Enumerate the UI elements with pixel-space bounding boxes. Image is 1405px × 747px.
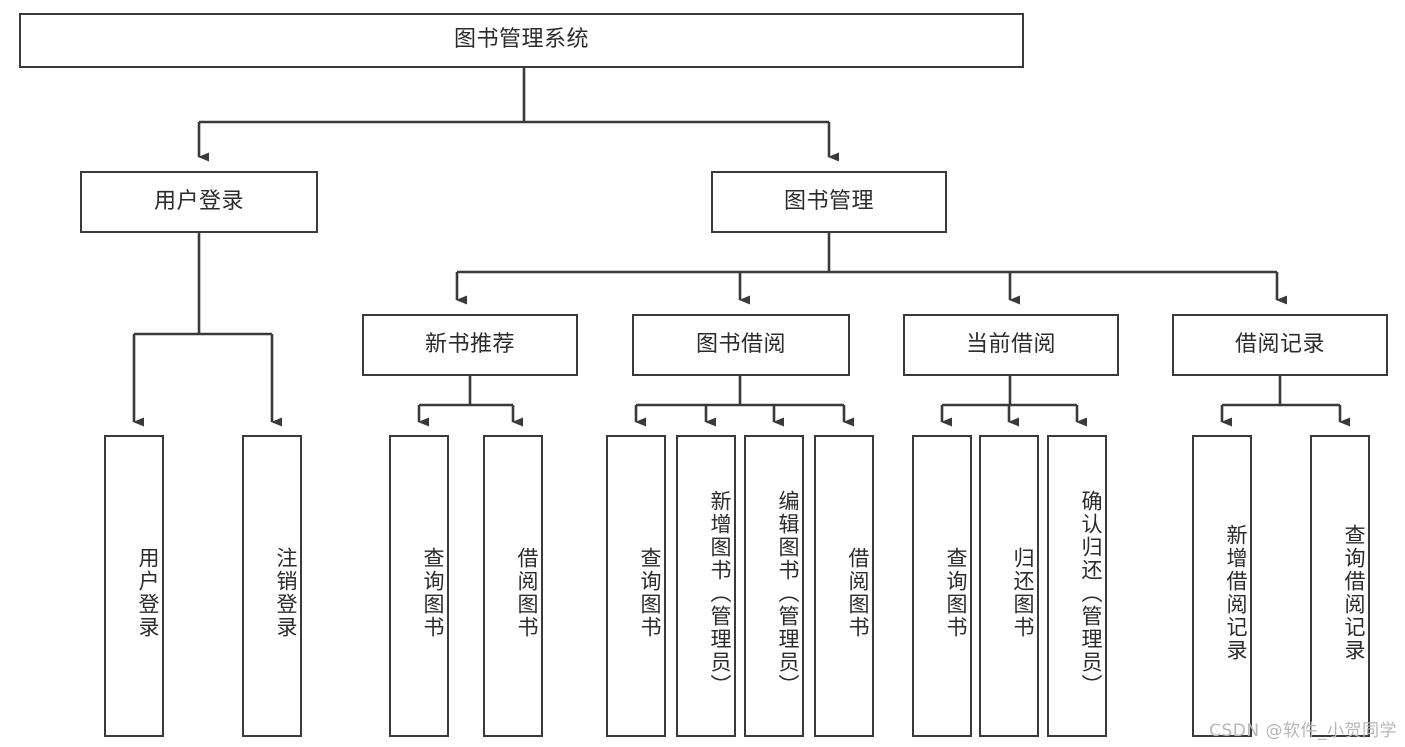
node-leaf-edit-book[interactable]: 编辑图书（管理员）	[744, 435, 804, 737]
node-leaf-query-book-2-label: 查询图书	[638, 547, 662, 639]
node-leaf-return-book-label: 归还图书	[1011, 547, 1035, 639]
node-leaf-query-book-1[interactable]: 查询图书	[389, 435, 449, 737]
node-book-manage[interactable]: 图书管理	[711, 171, 947, 233]
node-book-manage-label: 图书管理	[783, 188, 874, 214]
node-leaf-confirm-return[interactable]: 确认归还（管理员）	[1047, 435, 1107, 737]
node-leaf-confirm-return-label: 确认归还（管理员）	[1079, 489, 1103, 697]
node-book-borrow-label: 图书借阅	[695, 331, 786, 357]
node-borrow-record-label: 借阅记录	[1234, 331, 1325, 357]
node-leaf-user-logout-label: 注销登录	[274, 547, 298, 639]
node-book-borrow[interactable]: 图书借阅	[632, 314, 850, 376]
node-leaf-edit-book-label: 编辑图书（管理员）	[776, 489, 800, 697]
node-leaf-query-record-label: 查询借阅记录	[1342, 524, 1366, 662]
node-leaf-add-record[interactable]: 新增借阅记录	[1192, 435, 1252, 737]
node-leaf-user-login-label: 用户登录	[136, 547, 160, 639]
node-borrow-record[interactable]: 借阅记录	[1172, 314, 1388, 376]
node-leaf-query-record[interactable]: 查询借阅记录	[1310, 435, 1370, 737]
node-leaf-user-login[interactable]: 用户登录	[104, 435, 164, 737]
node-leaf-user-logout[interactable]: 注销登录	[242, 435, 302, 737]
node-leaf-query-book-1-label: 查询图书	[421, 547, 445, 639]
node-leaf-borrow-book-1-label: 借阅图书	[515, 547, 539, 639]
node-current-borrow-label: 当前借阅	[965, 331, 1056, 357]
node-leaf-borrow-book-2[interactable]: 借阅图书	[814, 435, 874, 737]
node-leaf-query-book-3-label: 查询图书	[944, 547, 968, 639]
node-leaf-query-book-2[interactable]: 查询图书	[606, 435, 666, 737]
node-user-login-label: 用户登录	[153, 188, 244, 214]
node-new-book-recommend-label: 新书推荐	[424, 331, 515, 357]
node-leaf-return-book[interactable]: 归还图书	[979, 435, 1039, 737]
node-root[interactable]: 图书管理系统	[19, 13, 1024, 68]
node-user-login[interactable]: 用户登录	[80, 171, 318, 233]
node-leaf-add-book[interactable]: 新增图书（管理员）	[676, 435, 736, 737]
node-current-borrow[interactable]: 当前借阅	[903, 314, 1119, 376]
node-leaf-borrow-book-2-label: 借阅图书	[846, 547, 870, 639]
node-leaf-query-book-3[interactable]: 查询图书	[912, 435, 972, 737]
node-new-book-recommend[interactable]: 新书推荐	[362, 314, 578, 376]
node-leaf-add-book-label: 新增图书（管理员）	[708, 489, 732, 697]
node-leaf-borrow-book-1[interactable]: 借阅图书	[483, 435, 543, 737]
node-root-label: 图书管理系统	[453, 27, 589, 53]
node-leaf-add-record-label: 新增借阅记录	[1224, 524, 1248, 662]
